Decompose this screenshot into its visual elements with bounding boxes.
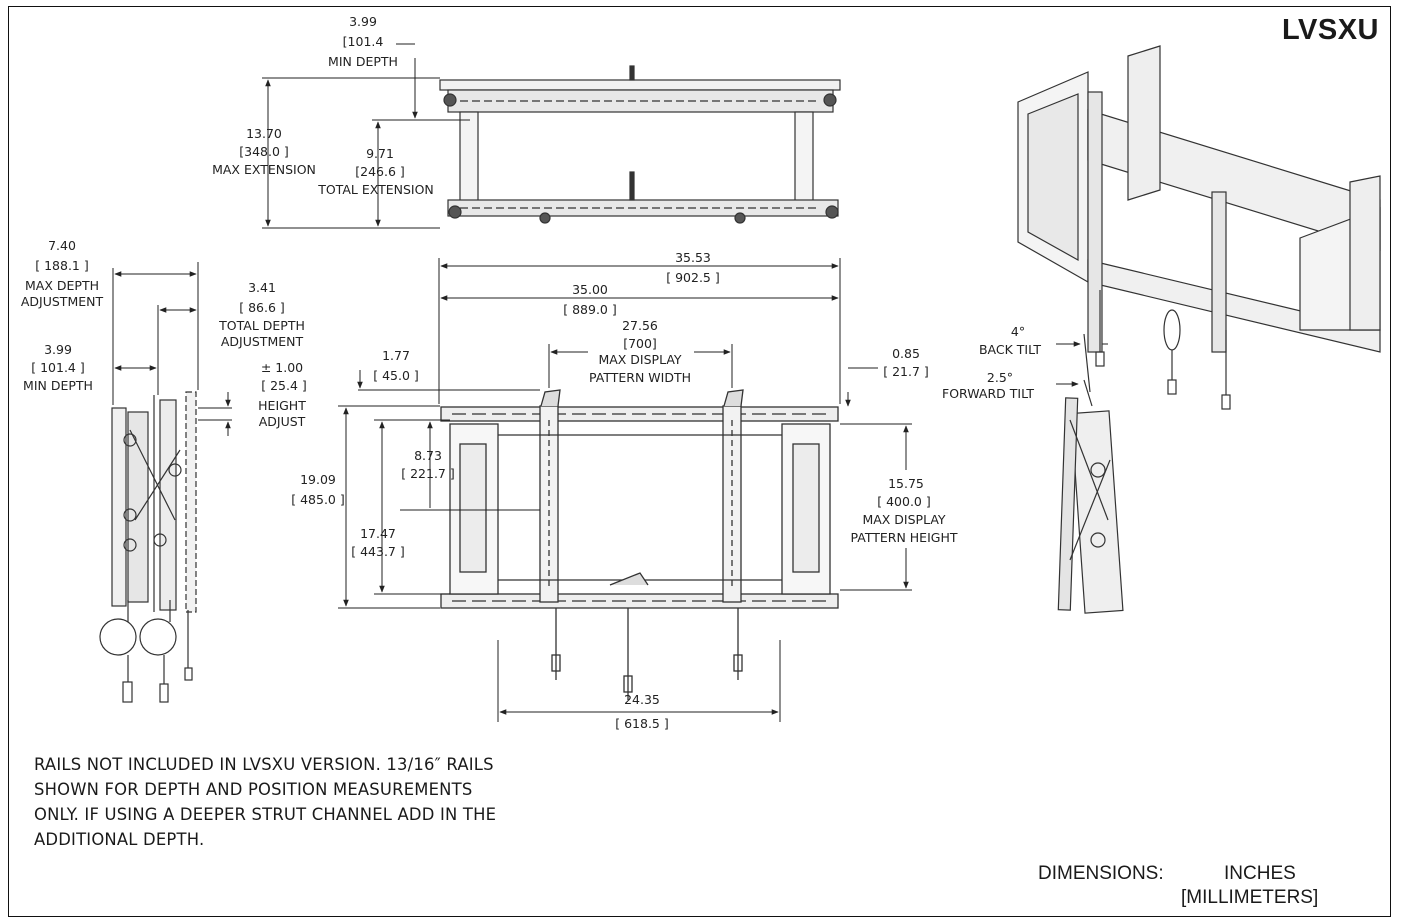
dim-forward-tilt-label: FORWARD TILT bbox=[942, 386, 1034, 401]
dim-bottom-width-mm: [ 618.5 ] bbox=[615, 716, 669, 731]
dim-upper-height-in: 8.73 bbox=[414, 448, 442, 463]
dim-side-min-depth-in: 3.99 bbox=[44, 342, 72, 357]
dim-total-extension-in: 9.71 bbox=[366, 146, 394, 161]
dim-overall-height-mm: [ 485.0 ] bbox=[291, 492, 345, 507]
front-view-dimensions bbox=[338, 258, 912, 722]
side-view bbox=[99, 391, 197, 703]
dim-max-depth-adj-mm: [ 188.1 ] bbox=[35, 258, 89, 273]
note-line-4: ADDITIONAL DEPTH. bbox=[34, 830, 205, 849]
dim-overall-height-in: 19.09 bbox=[300, 472, 336, 487]
dim-max-depth-adj-label1: MAX DEPTH bbox=[25, 278, 99, 293]
dim-total-extension-mm: [246.6 ] bbox=[355, 164, 405, 179]
dim-max-depth-adj-label2: ADJUSTMENT bbox=[21, 294, 104, 309]
dim-bottom-width-in: 24.35 bbox=[624, 692, 660, 707]
dim-display-width-mm: [700] bbox=[623, 336, 657, 351]
dim-frame-height-mm: [ 443.7 ] bbox=[351, 544, 405, 559]
tilt-view bbox=[1057, 333, 1124, 614]
drawing-border bbox=[8, 6, 1391, 917]
dim-left-offset-in: 1.77 bbox=[382, 348, 410, 363]
dim-upper-height-mm: [ 221.7 ] bbox=[401, 466, 455, 481]
dim-top-min-depth-label: MIN DEPTH bbox=[328, 54, 398, 69]
dim-frame-height-in: 17.47 bbox=[360, 526, 396, 541]
dim-right-offset-in: 0.85 bbox=[892, 346, 920, 361]
side-view-wall-rail bbox=[111, 407, 127, 607]
dim-right-offset-mm: [ 21.7 ] bbox=[883, 364, 929, 379]
dim-max-extension-label: MAX EXTENSION bbox=[212, 162, 316, 177]
dim-overall-width-mm: [ 902.5 ] bbox=[666, 270, 720, 285]
units-label: DIMENSIONS: bbox=[1038, 863, 1164, 884]
dim-total-depth-adj-label1: TOTAL DEPTH bbox=[218, 318, 305, 333]
dim-overall-width-in: 35.53 bbox=[675, 250, 711, 265]
dim-display-height-label1: MAX DISPLAY bbox=[862, 512, 945, 527]
top-view bbox=[439, 65, 841, 224]
top-view-dimensions bbox=[262, 43, 470, 229]
side-view-pull-ring-right bbox=[139, 618, 177, 656]
dim-max-extension-mm: [348.0 ] bbox=[239, 144, 289, 159]
front-view bbox=[440, 389, 839, 700]
dim-total-extension-label: TOTAL EXTENSION bbox=[317, 182, 434, 197]
side-view-dimensions bbox=[112, 262, 232, 436]
model-title: LVSXU bbox=[1281, 14, 1379, 46]
dim-max-depth-adj-in: 7.40 bbox=[48, 238, 76, 253]
dim-height-adjust-label1: HEIGHT bbox=[258, 398, 306, 413]
note-line-3: ONLY. IF USING A DEEPER STRUT CHANNEL AD… bbox=[34, 805, 497, 824]
dim-height-adjust-mm: [ 25.4 ] bbox=[261, 378, 307, 393]
dim-display-width-label2: PATTERN WIDTH bbox=[589, 370, 691, 385]
dim-total-depth-adj-mm: [ 86.6 ] bbox=[239, 300, 285, 315]
note-line-1: RAILS NOT INCLUDED IN LVSXU VERSION. 13/… bbox=[34, 755, 494, 774]
dim-display-width-label1: MAX DISPLAY bbox=[598, 352, 681, 367]
dim-rail-width-mm: [ 889.0 ] bbox=[563, 302, 617, 317]
rails-note: RAILS NOT INCLUDED IN LVSXU VERSION. 13/… bbox=[34, 752, 654, 852]
note-line-2: SHOWN FOR DEPTH AND POSITION MEASUREMENT… bbox=[34, 780, 473, 799]
dim-height-adjust-label2: ADJUST bbox=[259, 414, 306, 429]
units-secondary: [MILLIMETERS] bbox=[1181, 887, 1319, 908]
dim-top-min-depth-mm: [101.4 bbox=[343, 34, 384, 49]
side-view-display-plane bbox=[185, 391, 197, 613]
isometric-view bbox=[1017, 45, 1381, 410]
dim-display-height-label2: PATTERN HEIGHT bbox=[851, 530, 958, 545]
dim-left-offset-mm: [ 45.0 ] bbox=[373, 368, 419, 383]
dim-rail-width-in: 35.00 bbox=[572, 282, 608, 297]
iso-left-display-bracket bbox=[1087, 91, 1103, 353]
dim-back-tilt-value: 4° bbox=[1011, 324, 1025, 339]
iso-right-display-bracket bbox=[1211, 191, 1227, 353]
units-primary: INCHES bbox=[1224, 863, 1296, 884]
dim-back-tilt-label: BACK TILT bbox=[979, 342, 1041, 357]
dim-side-min-depth-label: MIN DEPTH bbox=[23, 378, 93, 393]
dim-top-min-depth-in: 3.99 bbox=[349, 14, 377, 29]
dim-display-height-in: 15.75 bbox=[888, 476, 924, 491]
dim-display-width-in: 27.56 bbox=[622, 318, 658, 333]
dim-side-min-depth-mm: [ 101.4 ] bbox=[31, 360, 85, 375]
dim-max-extension-in: 13.70 bbox=[246, 126, 282, 141]
dim-total-depth-adj-label2: ADJUSTMENT bbox=[221, 334, 304, 349]
side-view-pull-ring-left bbox=[99, 618, 137, 656]
dim-height-adjust-in: ± 1.00 bbox=[261, 360, 303, 375]
dim-display-height-mm: [ 400.0 ] bbox=[877, 494, 931, 509]
dim-forward-tilt-value: 2.5° bbox=[987, 370, 1013, 385]
dim-total-depth-adj-in: 3.41 bbox=[248, 280, 276, 295]
